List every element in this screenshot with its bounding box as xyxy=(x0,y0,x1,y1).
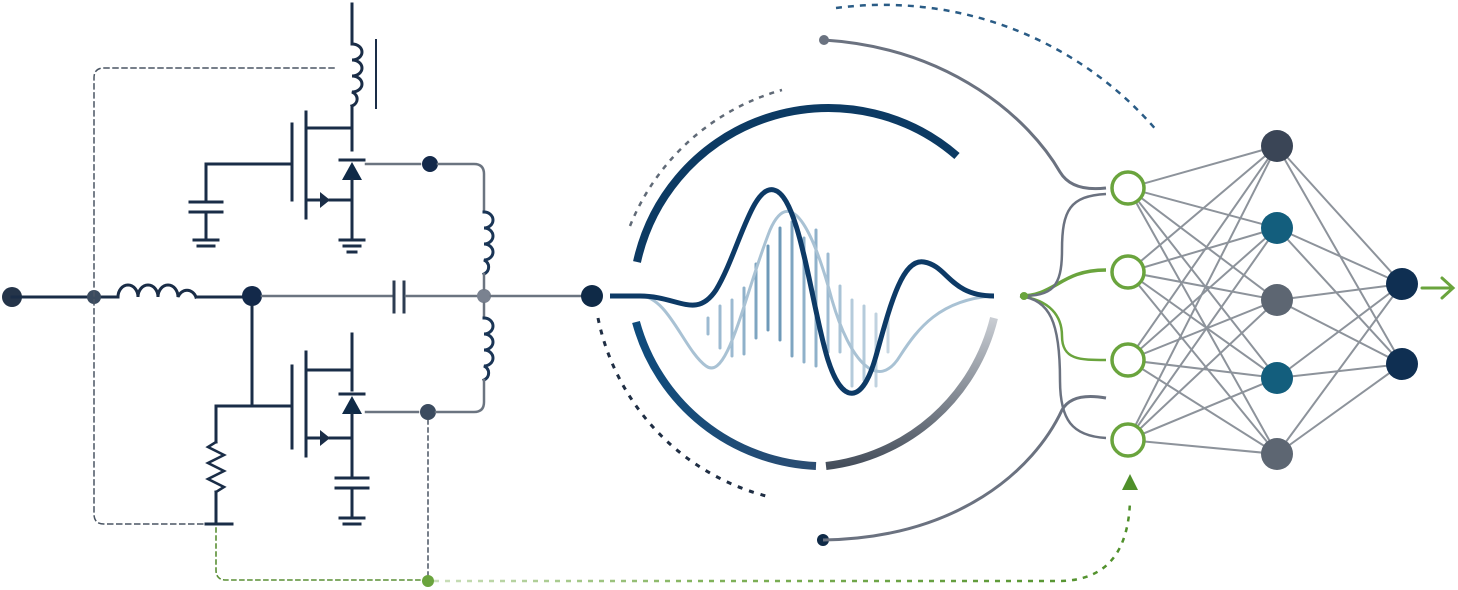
edge-input-1-hidden-0 xyxy=(1127,145,1278,273)
hidden-neuron-3 xyxy=(1261,284,1293,316)
edge-input-3-hidden-4 xyxy=(1127,439,1278,455)
edge-input-0-hidden-2 xyxy=(1127,187,1278,301)
series-inductor xyxy=(116,283,198,299)
secondary-coil-lower xyxy=(481,316,495,383)
switch-node xyxy=(242,286,262,306)
edge-hidden-0-output-0 xyxy=(1276,145,1403,285)
edge-input-1-hidden-4 xyxy=(1127,271,1278,455)
input-neuron-4 xyxy=(1110,422,1146,458)
outer-ring-top xyxy=(633,103,960,263)
output-neuron-1 xyxy=(1386,268,1418,300)
edge-input-1-hidden-1 xyxy=(1127,227,1278,273)
edge-hidden-4-output-1 xyxy=(1276,363,1403,455)
output-neuron-2 xyxy=(1386,348,1418,380)
right-arrow-icon xyxy=(1420,276,1456,300)
edge-input-2-hidden-2 xyxy=(1127,299,1278,361)
edge-hidden-1-output-0 xyxy=(1276,227,1403,285)
input-neuron-2 xyxy=(1110,254,1146,290)
input-neuron-1 xyxy=(1110,170,1146,206)
edge-input-0-hidden-4 xyxy=(1127,187,1278,455)
edge-input-0-hidden-0 xyxy=(1127,145,1278,189)
feedback-node xyxy=(422,575,434,587)
edge-input-3-hidden-3 xyxy=(1127,377,1278,441)
feedback-dashed-curve xyxy=(434,499,1132,583)
power-converter-circuit xyxy=(2,2,603,581)
hidden-neuron-5 xyxy=(1261,438,1293,470)
edge-input-0-hidden-3 xyxy=(1127,187,1278,379)
primary-waveform xyxy=(610,187,995,396)
edge-hidden-2-output-0 xyxy=(1276,283,1403,301)
secondary-coil-upper xyxy=(481,210,495,277)
transformer-center-node xyxy=(477,289,491,303)
lower-mosfet xyxy=(204,304,486,526)
edge-hidden-1-output-1 xyxy=(1276,227,1403,365)
secondary-waveform xyxy=(639,210,993,373)
edge-input-2-hidden-4 xyxy=(1127,359,1278,455)
dashed-arc-top-right xyxy=(835,3,1159,133)
lower-sense-node xyxy=(420,404,436,420)
edge-input-1-hidden-2 xyxy=(1127,271,1278,301)
hidden-neuron-1 xyxy=(1261,130,1293,162)
edge-hidden-3-output-1 xyxy=(1276,363,1403,379)
edge-input-3-hidden-1 xyxy=(1127,227,1278,441)
feedback-dashed-loop xyxy=(93,67,335,525)
network-edges xyxy=(1127,145,1403,455)
lower-diode xyxy=(342,396,362,414)
hidden-neuron-2 xyxy=(1261,212,1293,244)
edge-input-3-hidden-0 xyxy=(1127,145,1278,441)
edge-hidden-3-output-0 xyxy=(1276,283,1403,379)
ai-feedback-path xyxy=(422,474,1138,587)
gate-resistor xyxy=(205,440,227,494)
junction-node xyxy=(87,290,101,304)
edge-input-1-hidden-3 xyxy=(1127,271,1278,379)
waveform-analysis xyxy=(596,3,1159,498)
lower-body-arrow xyxy=(320,430,330,446)
upper-transformer-coil xyxy=(350,42,364,108)
upper-mosfet xyxy=(188,2,486,254)
network-nodes xyxy=(1110,130,1418,470)
upper-sense-node xyxy=(422,156,438,172)
merge-node xyxy=(1020,292,1028,300)
hidden-neuron-4 xyxy=(1261,362,1293,394)
control-dashed-line xyxy=(215,527,421,581)
upper-body-arrow xyxy=(320,192,330,208)
waveform-spectrum-bars xyxy=(706,220,890,388)
outer-ring-bottom-right xyxy=(825,317,998,470)
neural-network xyxy=(1110,130,1456,470)
input-neuron-3 xyxy=(1110,342,1146,378)
edge-input-2-hidden-0 xyxy=(1127,145,1278,361)
output-terminal xyxy=(581,285,603,307)
connector-lines xyxy=(817,35,1107,546)
upper-diode xyxy=(342,162,362,180)
edge-input-3-hidden-2 xyxy=(1127,299,1278,441)
outer-ring-bottom-left xyxy=(632,320,817,470)
dashed-arc-upper xyxy=(628,88,783,227)
feedback-arrow-icon xyxy=(1122,474,1138,490)
edge-hidden-4-output-0 xyxy=(1276,283,1403,455)
